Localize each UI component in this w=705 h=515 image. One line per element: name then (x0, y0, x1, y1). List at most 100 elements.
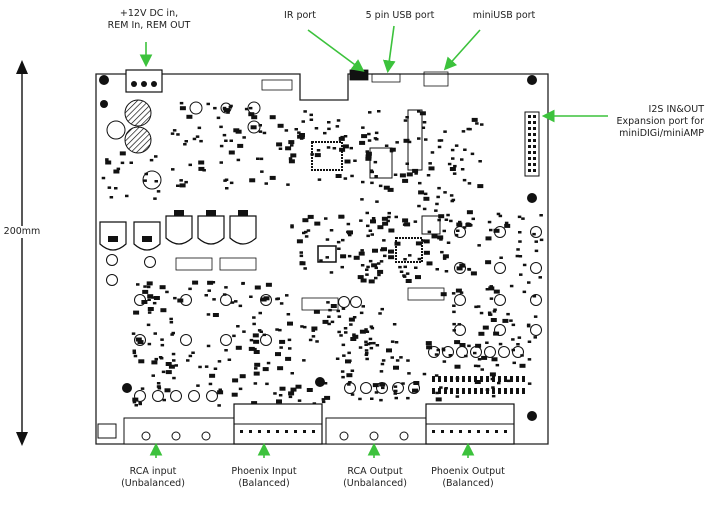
smd-part (491, 394, 496, 398)
smd-part (498, 376, 501, 382)
smd-part (324, 217, 328, 220)
smd-part (406, 396, 410, 400)
smd-part (370, 326, 375, 330)
smd-part (206, 313, 211, 316)
smd-part (360, 278, 367, 283)
smd-part (510, 388, 513, 394)
smd-part (367, 132, 371, 136)
smd-part (237, 143, 244, 148)
smd-part (423, 196, 430, 201)
smd-part (279, 346, 283, 349)
smd-part (368, 259, 373, 263)
smd-part (359, 140, 366, 145)
smd-part (419, 111, 426, 116)
smd-part (402, 178, 409, 183)
smd-part (470, 271, 477, 276)
smd-part (532, 295, 537, 298)
smd-part (119, 151, 126, 156)
smd-part (311, 335, 316, 338)
opamp-ring (512, 346, 524, 358)
smd-part (518, 240, 522, 243)
smd-part (443, 191, 447, 194)
smd-part (254, 285, 261, 290)
smd-part (370, 170, 374, 174)
smd-part (253, 347, 257, 351)
smd-part (296, 239, 303, 244)
smd-part (349, 146, 353, 150)
rca-input-line1: RCA input (129, 466, 177, 477)
smd-part (434, 374, 439, 377)
smd-part (462, 178, 467, 182)
smd-part (152, 301, 157, 305)
smd-part (341, 375, 345, 379)
smd-part (456, 266, 463, 271)
phoenix-output-label: Phoenix Output (Balanced) (420, 466, 516, 490)
smd-part (238, 387, 243, 391)
smd-part (475, 343, 482, 348)
smd-part (278, 394, 283, 397)
smd-part (534, 240, 538, 243)
smd-part (459, 343, 466, 347)
smd-part (302, 218, 309, 223)
smd-part (284, 129, 289, 132)
smd-part (212, 313, 219, 317)
smd-part (480, 376, 483, 382)
smd-part (365, 352, 369, 355)
smd-part (486, 376, 489, 382)
smd-part (253, 371, 260, 376)
smd-part (132, 351, 137, 355)
smd-part (359, 329, 366, 334)
smd-part (254, 362, 261, 367)
smd-part (347, 351, 351, 355)
smd-part (146, 281, 153, 286)
smd-part (405, 116, 409, 119)
smd-part (326, 146, 331, 149)
smd-part (371, 217, 376, 220)
smd-part (365, 156, 372, 161)
opamp-ring (494, 262, 506, 274)
smd-part (470, 152, 475, 156)
smd-part (462, 388, 465, 394)
smd-part (348, 359, 352, 362)
opamp-ring (530, 294, 542, 306)
smd-part (495, 430, 498, 433)
smd-part (259, 330, 263, 333)
smd-part (157, 387, 162, 390)
smd-part (207, 280, 214, 285)
smd-part (474, 380, 481, 384)
smd-part (485, 288, 490, 291)
smd-part (434, 353, 439, 356)
smd-part (222, 106, 227, 110)
smd-part (147, 294, 154, 299)
smd-part (288, 391, 295, 396)
smd-part (202, 169, 206, 172)
smd-part (471, 117, 478, 122)
smd-part (394, 389, 398, 393)
smd-part (195, 135, 200, 138)
smd-part (489, 372, 496, 377)
smd-part (364, 340, 368, 344)
opamp-ring (106, 254, 118, 266)
smd-part (153, 197, 157, 200)
smd-part (186, 359, 190, 362)
power-label-line1: +12V DC in, (119, 8, 179, 19)
smd-part (213, 367, 218, 370)
smd-part (375, 200, 379, 203)
smd-part (197, 126, 202, 130)
smd-part (376, 262, 381, 265)
smd-part (489, 228, 493, 232)
smd-part (504, 223, 511, 228)
opamp-ring (188, 390, 200, 402)
smd-part (364, 343, 368, 346)
smd-part (321, 398, 326, 401)
smd-part (377, 110, 381, 113)
smd-part (504, 376, 507, 382)
opamp-ring (134, 334, 146, 346)
smd-part (361, 134, 368, 139)
smd-part (480, 123, 484, 126)
smd-part (253, 339, 260, 344)
smd-part (521, 217, 525, 220)
smd-part (327, 121, 331, 124)
smd-part (469, 224, 473, 227)
smd-part (264, 182, 268, 185)
